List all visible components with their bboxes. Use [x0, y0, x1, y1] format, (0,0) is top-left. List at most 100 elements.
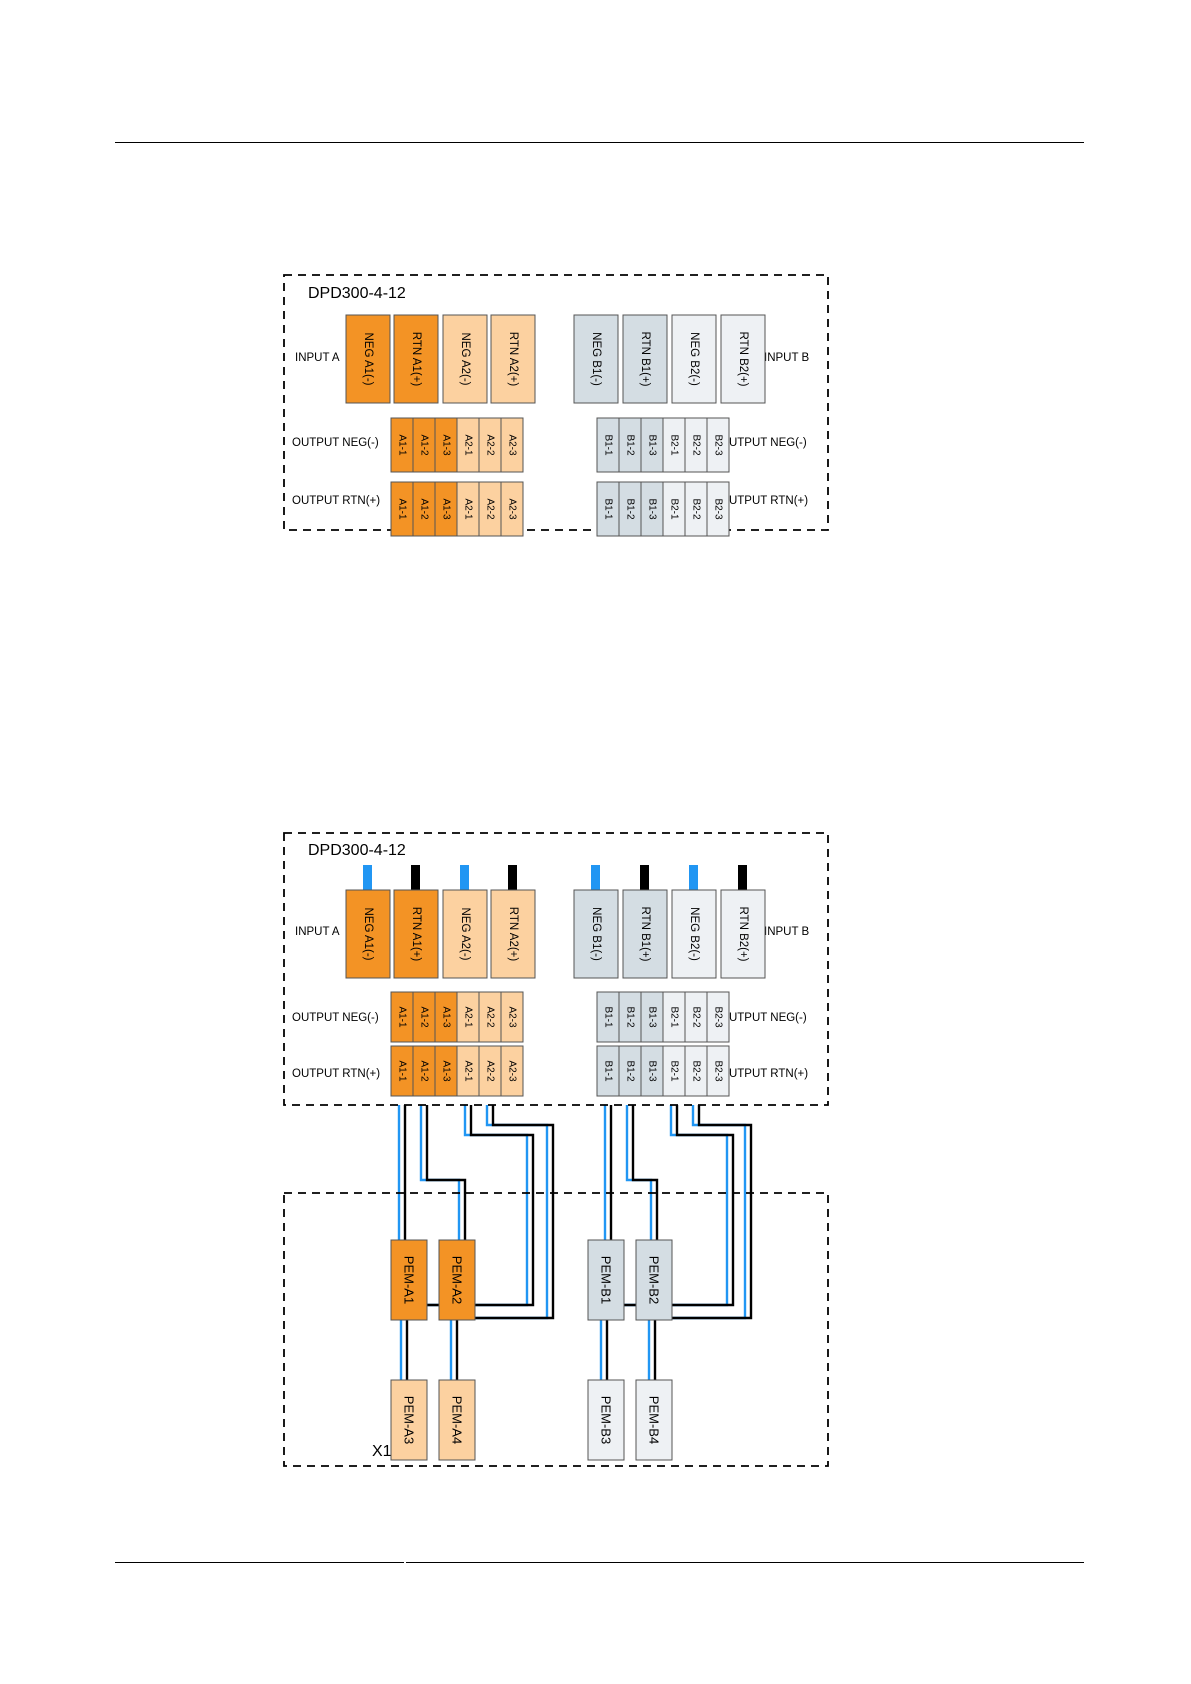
output-neg-terminal-b1-3: B1-3 — [640, 991, 664, 1043]
output-rtn-terminal-a1-2-label: A1-2 — [419, 1060, 430, 1082]
pem-module-pem-a2-label: PEM-A2 — [450, 1256, 465, 1304]
output-rtn-label-right: OUTPUT RTN(+) — [720, 1068, 808, 1080]
output-rtn-terminal-b1-3: B1-3 — [640, 481, 664, 537]
footer-rule — [115, 1562, 1084, 1563]
output-rtn-terminal-b2-1-label: B2-1 — [669, 498, 680, 520]
diagram-2-pem-wiring: DPD300-4-12 INPUT A INPUT B OUTPUT NEG(-… — [283, 832, 829, 1467]
output-rtn-terminal-a1-3-label: A1-3 — [441, 498, 452, 520]
output-neg-terminal-b2-2-label: B2-2 — [691, 434, 702, 456]
output-neg-terminal-a2-2: A2-2 — [478, 991, 502, 1043]
output-rtn-terminal-b1-2: B1-2 — [618, 481, 642, 537]
output-rtn-terminal-b2-2: B2-2 — [684, 481, 708, 537]
output-rtn-terminal-b2-3-block — [706, 1045, 730, 1097]
input-terminal-rtn-a2-label: RTN A2(+) — [507, 907, 519, 962]
output-rtn-terminal-a2-1: A2-1 — [456, 1045, 480, 1097]
pem-module-pem-b1-block — [587, 1239, 625, 1321]
input-terminal-rtn-b2: RTN B2(+) — [720, 314, 766, 404]
output-neg-terminal-a1-3: A1-3 — [434, 417, 458, 473]
input-terminal-neg-a2: NEG A2(-) — [442, 314, 488, 404]
input-terminal-rtn-b1-block — [622, 314, 668, 404]
pem-module-pem-b2-label: PEM-B2 — [647, 1256, 662, 1304]
output-neg-terminal-a2-3-block — [500, 991, 524, 1043]
output-rtn-label-left: OUTPUT RTN(+) — [292, 495, 380, 507]
output-rtn-terminal-b1-3-label: B1-3 — [647, 1060, 658, 1082]
output-rtn-label-right: OUTPUT RTN(+) — [720, 495, 808, 507]
input-terminal-rtn-a2-block — [490, 314, 536, 404]
pem-module-pem-b4: PEM-B4 — [635, 1379, 673, 1461]
output-rtn-terminal-b2-3: B2-3 — [706, 481, 730, 537]
wiring — [363, 865, 753, 1380]
output-neg-terminal-a2-2: A2-2 — [478, 417, 502, 473]
input-terminal-rtn-a2: RTN A2(+) — [490, 314, 536, 404]
input-terminal-rtn-b1: RTN B1(+) — [622, 314, 668, 404]
input-terminal-neg-a1-block — [345, 889, 391, 979]
pem-frame — [283, 1192, 829, 1467]
rtn-input-cable-stub — [738, 865, 747, 890]
input-terminal-neg-a2-block — [442, 314, 488, 404]
output-neg-terminal-b2-2: B2-2 — [684, 991, 708, 1043]
output-rtn-terminal-a1-3: A1-3 — [434, 481, 458, 537]
output-neg-terminal-a1-2: A1-2 — [412, 991, 436, 1043]
neg-input-cable-stub — [363, 865, 372, 890]
output-rtn-terminal-a2-3-label: A2-3 — [507, 498, 518, 520]
input-terminal-rtn-b2-block — [720, 314, 766, 404]
output-rtn-terminal-a2-1-label: A2-1 — [463, 1060, 474, 1082]
output-neg-terminal-b1-2-label: B1-2 — [625, 434, 636, 456]
pem-module-pem-b3-block — [587, 1379, 625, 1461]
pem-module-pem-b3: PEM-B3 — [587, 1379, 625, 1461]
input-b-label: INPUT B — [764, 926, 809, 938]
output-neg-label-right: OUTPUT NEG(-) — [720, 1012, 807, 1024]
pem-module-pem-a4-block — [438, 1379, 476, 1461]
output-neg-terminal-b1-2: B1-2 — [618, 417, 642, 473]
output-neg-terminal-b2-1-label: B2-1 — [669, 1006, 680, 1028]
input-terminal-neg-a2-label: NEG A2(-) — [459, 332, 471, 385]
input-terminal-rtn-b2-label: RTN B2(+) — [737, 906, 749, 961]
output-neg-terminal-a1-1-label: A1-1 — [397, 1006, 408, 1028]
feed-pem-b4-rtn — [653, 1105, 753, 1380]
neg-input-cable-stub — [591, 865, 600, 890]
pem-module-pem-a2-block — [438, 1239, 476, 1321]
input-terminal-rtn-a2-label: RTN A2(+) — [507, 332, 519, 387]
output-rtn-terminal-b1-2: B1-2 — [618, 1045, 642, 1097]
input-terminal-rtn-b1-label: RTN B1(+) — [639, 331, 651, 386]
input-terminal-neg-a2-block — [442, 889, 488, 979]
output-rtn-terminal-b2-3-label: B2-3 — [713, 1060, 724, 1082]
pem-module-pem-a3: PEM-A3 — [390, 1379, 428, 1461]
output-rtn-terminal-b1-3-label: B1-3 — [647, 498, 658, 520]
output-rtn-terminal-b2-2-label: B2-2 — [691, 1060, 702, 1082]
pem-module-pem-b1: PEM-B1 — [587, 1239, 625, 1321]
output-neg-label-left: OUTPUT NEG(-) — [292, 437, 379, 449]
output-rtn-terminal-b2-3: B2-3 — [706, 1045, 730, 1097]
pem-module-pem-b2-block — [635, 1239, 673, 1321]
input-terminal-neg-b2-label: NEG B2(-) — [688, 907, 700, 961]
output-neg-terminal-a2-2-label: A2-2 — [485, 1006, 496, 1028]
output-neg-terminal-b2-2: B2-2 — [684, 417, 708, 473]
input-terminal-rtn-b2-block — [720, 889, 766, 979]
output-neg-terminal-b1-3-label: B1-3 — [647, 1006, 658, 1028]
output-neg-terminal-b1-1: B1-1 — [596, 991, 620, 1043]
feed-pem-a4-rtn — [455, 1105, 555, 1380]
input-terminal-rtn-a2: RTN A2(+) — [490, 889, 536, 979]
output-neg-terminal-a2-1: A2-1 — [456, 417, 480, 473]
input-terminal-rtn-a1-block — [393, 314, 439, 404]
output-neg-terminal-b2-3-block — [706, 417, 730, 473]
output-rtn-terminal-b2-3-block — [706, 481, 730, 537]
input-terminal-rtn-a1-label: RTN A1(+) — [410, 907, 422, 962]
output-rtn-terminal-a1-2: A1-2 — [412, 481, 436, 537]
output-neg-terminal-b2-2-label: B2-2 — [691, 1006, 702, 1028]
input-terminal-rtn-b1: RTN B1(+) — [622, 889, 668, 979]
input-b-label: INPUT B — [764, 352, 809, 364]
pem-module-pem-a1-block — [390, 1239, 428, 1321]
input-terminal-rtn-b1-label: RTN B1(+) — [639, 906, 651, 961]
output-neg-terminal-a1-1: A1-1 — [390, 991, 414, 1043]
pem-module-pem-b3-label: PEM-B3 — [599, 1396, 614, 1444]
output-neg-terminal-b2-3-block — [706, 991, 730, 1043]
output-rtn-terminal-a2-3-label: A2-3 — [507, 1060, 518, 1082]
neg-input-cable-stub — [460, 865, 469, 890]
output-neg-terminal-a1-3: A1-3 — [434, 991, 458, 1043]
rtn-input-cable-stub — [411, 865, 420, 890]
output-rtn-terminal-b2-3-label: B2-3 — [713, 498, 724, 520]
pem-module-pem-b2: PEM-B2 — [635, 1239, 673, 1321]
output-rtn-terminal-b2-2: B2-2 — [684, 1045, 708, 1097]
